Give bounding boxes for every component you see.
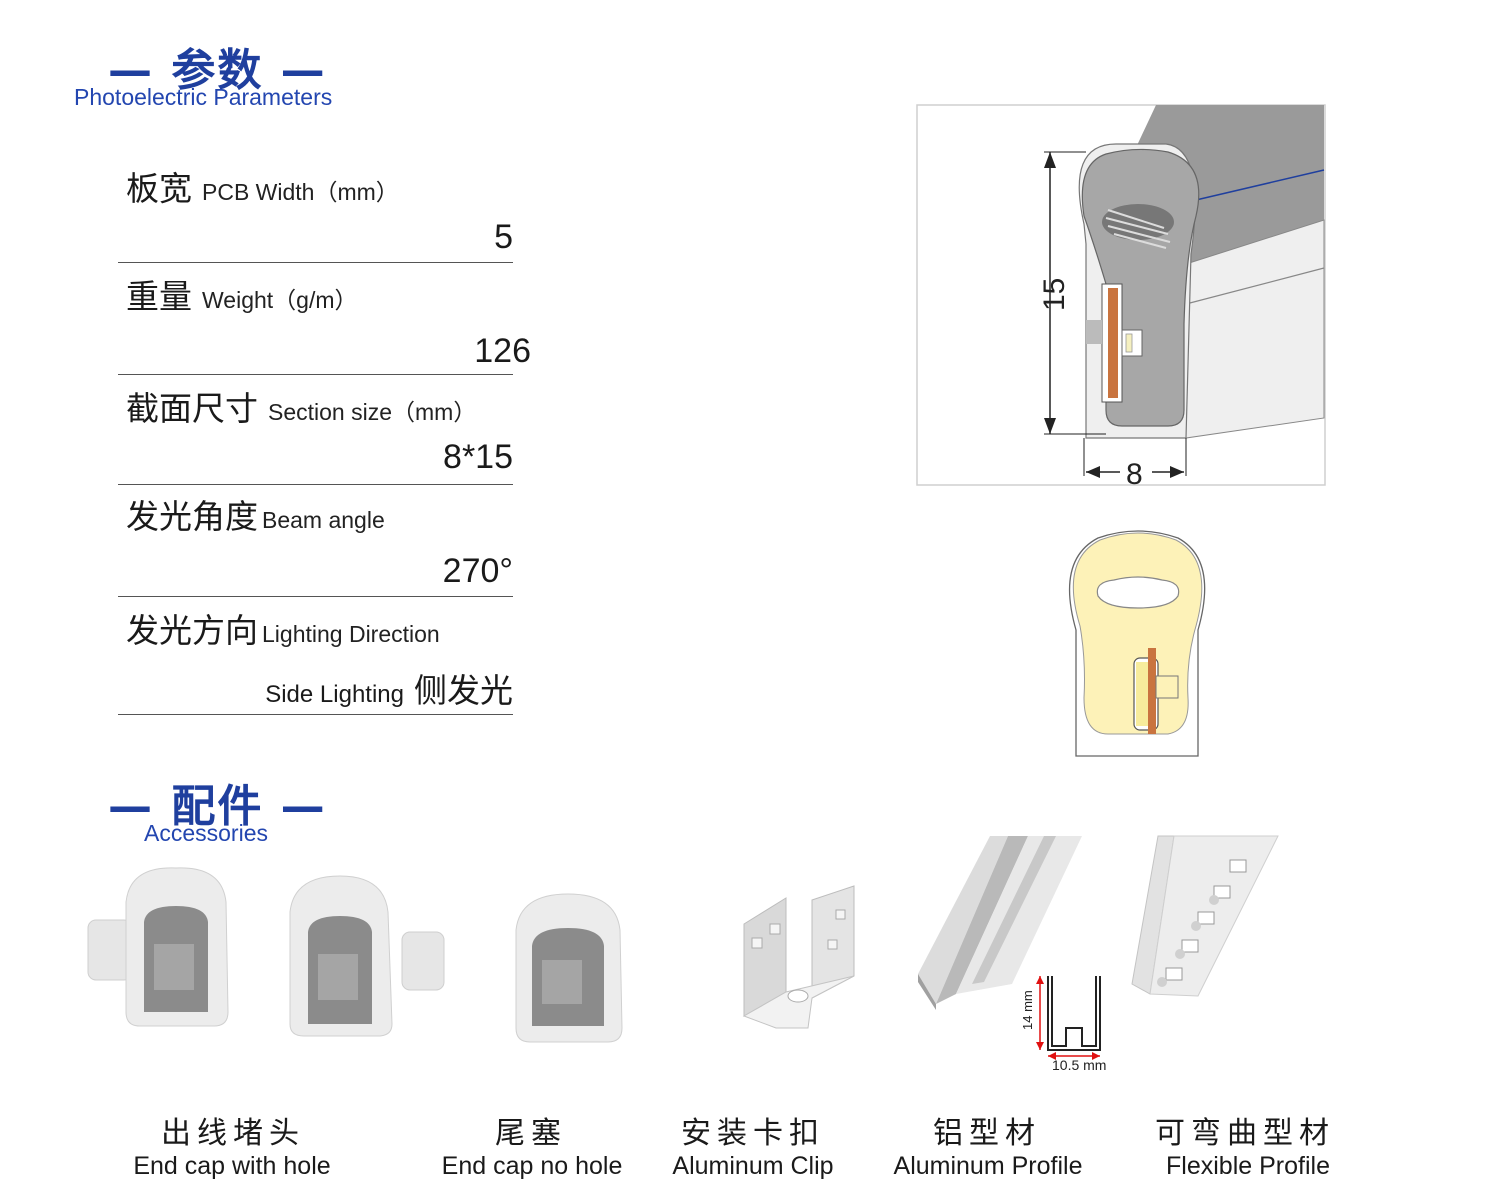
height-dimension-label: 15 <box>1038 278 1071 311</box>
accessory-label-cn: 安装卡扣 <box>681 1116 825 1151</box>
param-value-cn: 侧发光 <box>414 671 513 710</box>
aluminum-profile-image <box>918 836 1082 1010</box>
accessory-label-cn: 出线堵头 <box>161 1116 305 1151</box>
param-label-cn: 截面尺寸 <box>126 389 258 428</box>
profile-dimension-drawing: 14 mm 10.5 mm <box>1020 976 1106 1073</box>
param-value: 270° <box>442 552 513 590</box>
lit-section-illustration <box>1069 530 1206 757</box>
accessory-label-en: Flexible Profile <box>1166 1152 1330 1180</box>
param-label-en: Lighting Direction <box>262 621 440 647</box>
accessories-section-subtitle: Accessories <box>144 820 268 846</box>
profile-width-label: 10.5 mm <box>1052 1057 1106 1073</box>
end-cap-no-hole-image <box>515 893 623 1043</box>
param-label-cn: 发光方向 <box>126 611 258 650</box>
param-value: 5 <box>494 218 513 256</box>
param-value: 8*15 <box>443 438 513 476</box>
accessories-section-title: — 配件 — <box>108 781 327 832</box>
param-row-pcb-width: 板宽 PCB Width（mm） 5 <box>118 158 513 263</box>
param-row-weight: 重量 Weight（g/m） 126 <box>118 262 531 375</box>
param-label-en: Weight（g/m） <box>202 287 358 313</box>
param-label-en: PCB Width（mm） <box>202 179 399 205</box>
width-dimension-label: 8 <box>1126 458 1143 488</box>
accessory-label-en: Aluminum Profile <box>893 1152 1083 1180</box>
accessory-label-cn: 尾塞 <box>495 1116 567 1151</box>
param-value: 126 <box>474 332 531 370</box>
param-label-cn: 重量 <box>126 277 192 316</box>
param-label-cn: 板宽 <box>126 169 192 208</box>
param-row-section-size: 截面尺寸 Section size（mm） 8*15 <box>118 374 513 485</box>
param-label-en: Section size（mm） <box>268 399 477 425</box>
profile-height-label: 14 mm <box>1020 990 1035 1030</box>
param-label-en: Beam angle <box>262 507 385 533</box>
accessory-label-cn: 铝型材 <box>933 1116 1041 1151</box>
accessory-label-en: Aluminum Clip <box>672 1152 834 1180</box>
accessory-label-cn: 可弯曲型材 <box>1155 1116 1335 1151</box>
flexible-profile-image <box>1131 835 1279 997</box>
accessory-label-en: End cap with hole <box>133 1152 331 1180</box>
params-section-subtitle: Photoelectric Parameters <box>74 84 333 110</box>
section-dimension-diagram: 15 8 <box>916 104 1326 488</box>
aluminum-clip-image <box>742 885 855 1029</box>
param-value: Side Lighting 侧发光 <box>265 664 513 712</box>
end-cap-with-hole-image <box>87 867 445 1037</box>
param-value-en: Side Lighting <box>265 681 404 708</box>
params-section-title: — 参数 — <box>108 45 327 96</box>
accessory-label-en: End cap no hole <box>441 1152 623 1180</box>
param-label-cn: 发光角度 <box>126 497 258 536</box>
